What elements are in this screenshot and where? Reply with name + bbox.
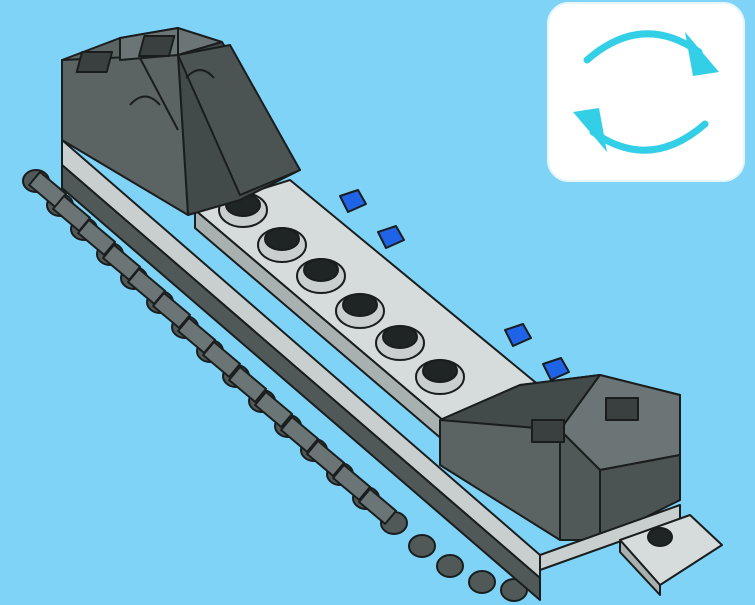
- rotate-arrows-icon: [547, 2, 745, 182]
- rotate-view-button[interactable]: [547, 2, 745, 182]
